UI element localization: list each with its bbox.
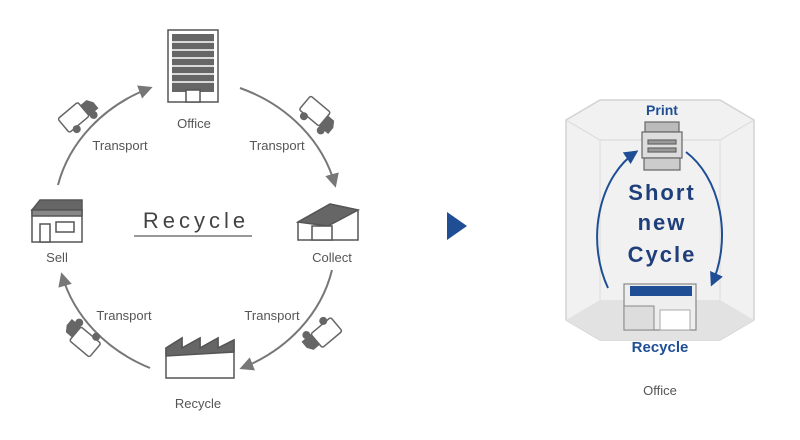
office-building-icon [167,29,219,103]
node-label-office: Office [177,116,211,131]
node-label-sell: Sell [46,250,68,265]
pointer-triangle-icon [447,212,467,240]
recycle-machine-icon [623,283,697,331]
cycle-center-title: Recycle [143,208,249,233]
node-label-collect: Collect [312,250,352,265]
office-location-label: Office [643,383,677,398]
truck-icon-top-left [57,100,99,134]
arrow-recycle-to-sell [58,272,151,369]
print-label: Print [646,102,678,118]
truck-icon-bottom-left [65,318,101,358]
warehouse-icon [295,203,361,241]
transport-label-bottom-right: Transport [244,308,300,323]
arrow-office-to-collect [239,87,339,188]
shop-icon [30,199,83,243]
factory-icon [165,336,235,379]
printer-icon [641,121,683,171]
arrow-right-down [685,151,723,287]
truck-icon-top-right [299,95,335,135]
arrow-sell-to-office [57,85,153,186]
truck-icon-bottom-right [301,316,343,350]
cycle-text-line-1: Short [628,180,695,205]
cycle-arrows [57,85,339,371]
cycle-text-line-3: Cycle [628,242,697,267]
transport-label-top-right: Transport [249,138,305,153]
short-cycle-arrows [596,150,723,289]
transport-label-bottom-left: Transport [96,308,152,323]
arrow-collect-to-recycle [239,269,333,371]
cycle-text-line-2: new [638,210,687,235]
arrow-left-up [596,150,639,289]
node-label-recycle: Recycle [175,396,221,411]
transport-label-top-left: Transport [92,138,148,153]
recycle-label: Recycle [632,339,689,356]
